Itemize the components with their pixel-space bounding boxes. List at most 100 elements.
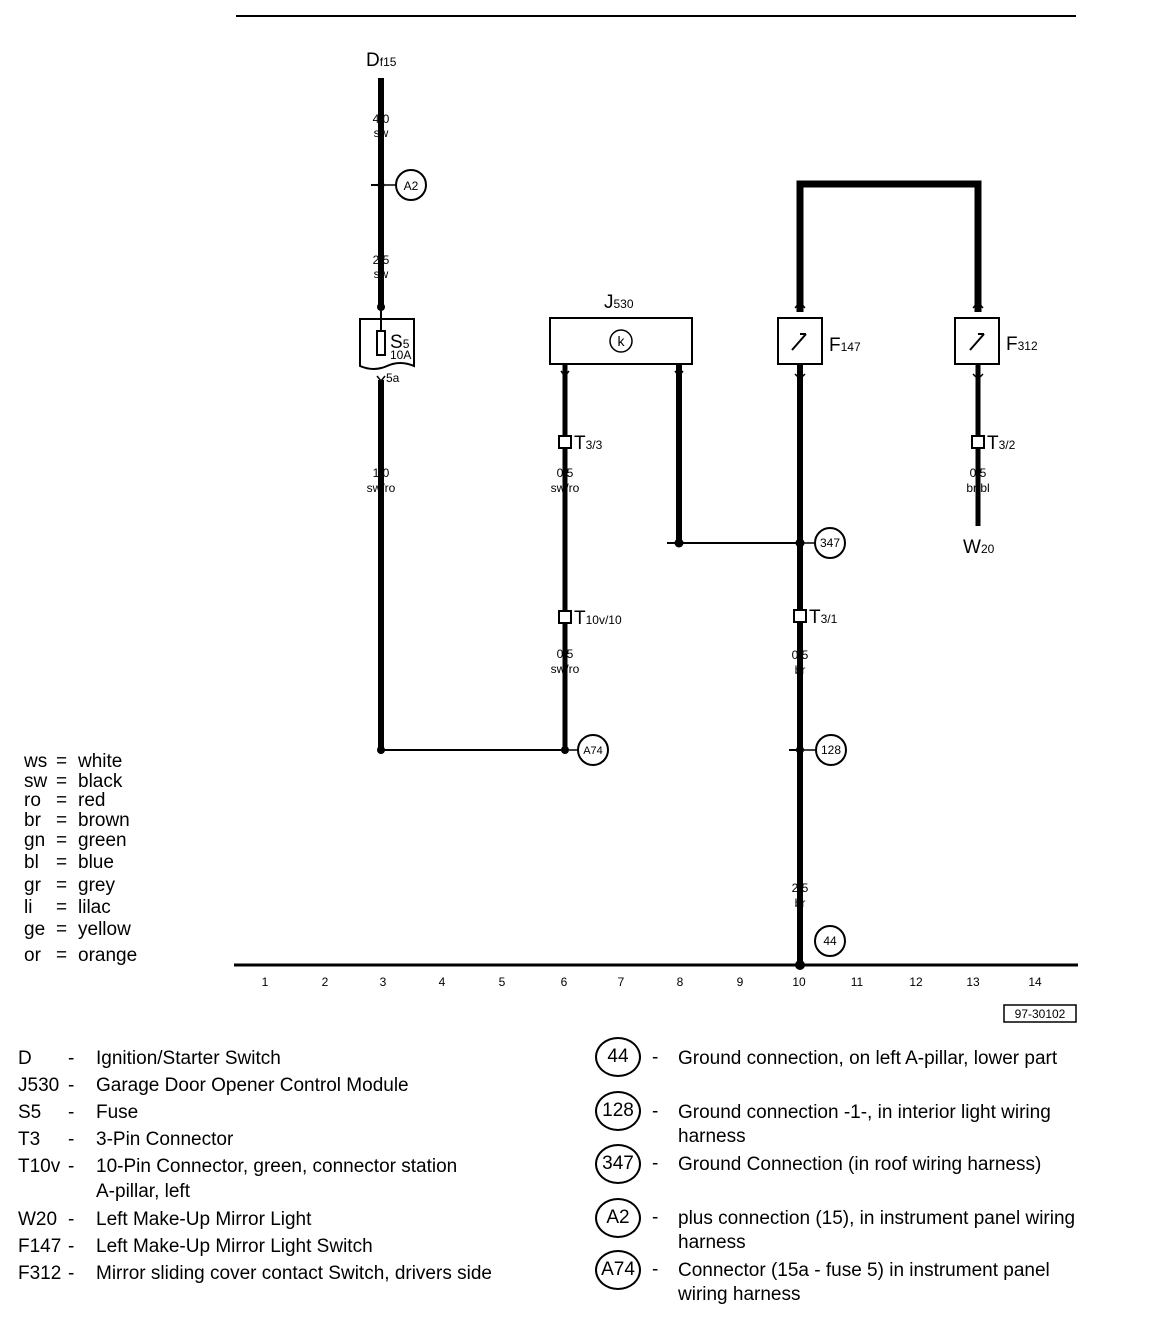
component-code: D: [18, 1048, 32, 1069]
legend-dash: -: [68, 1129, 75, 1150]
component-D-label: Df15: [366, 50, 397, 71]
component-code: J530: [18, 1075, 60, 1096]
wire-w6-color: br/bl: [966, 481, 989, 495]
fuse-top-dot: [377, 303, 385, 311]
component-description: Fuse: [96, 1102, 139, 1123]
wire-w4-size: 0,5: [557, 466, 574, 480]
ground-connection-symbol: 128: [595, 1091, 641, 1131]
wire-w5-size: 0,5: [557, 647, 574, 661]
connector-T10v-label: T10v/10: [574, 608, 622, 629]
switch-F312-symbol: [969, 333, 985, 351]
legend-dash: -: [68, 1236, 75, 1257]
equals-sign: =: [56, 771, 68, 792]
connection-A2-label: A2: [404, 179, 419, 193]
component-code: S5: [18, 1102, 42, 1123]
component-code: T3: [18, 1129, 41, 1150]
component-code: F312: [18, 1263, 62, 1284]
connection-347-label: 347: [820, 536, 840, 550]
component-description: Ignition/Starter Switch: [96, 1048, 281, 1069]
component-legend-row: W20-Left Make-Up Mirror Light: [0, 1209, 560, 1233]
wire-w6-size: 0,5: [970, 466, 987, 480]
color-key-row: sw=black: [24, 772, 164, 792]
equals-sign: =: [56, 875, 68, 896]
connection-44-circle: [814, 925, 846, 957]
color-name: yellow: [78, 919, 131, 940]
wire-w8-color: br: [795, 896, 806, 910]
switch-F312-top-arrow: [972, 300, 984, 309]
connector-T33-label: T3/3: [574, 433, 603, 454]
track-number: 8: [677, 975, 684, 989]
component-code: F147: [18, 1236, 62, 1257]
color-key-row: ge=yellow: [24, 920, 164, 940]
legend-dash: -: [652, 1101, 659, 1122]
color-key-row: bl=blue: [24, 853, 164, 873]
color-code: br: [24, 810, 41, 831]
fuse-S5-element: [376, 330, 386, 356]
color-key-row: li=lilac: [24, 898, 164, 918]
color-name: orange: [78, 945, 138, 966]
track-number: 2: [322, 975, 329, 989]
ground-connection-symbol: A2: [595, 1198, 641, 1238]
color-code: or: [24, 945, 41, 966]
equals-sign: =: [56, 852, 68, 873]
connector-T32-label: T3/2: [987, 433, 1016, 454]
component-code: T10v: [18, 1156, 61, 1177]
color-code: sw: [24, 771, 48, 792]
switch-F147-top-arrow: [794, 300, 806, 309]
splice-A2-dot: [377, 181, 385, 189]
color-code: gn: [24, 830, 46, 851]
color-name: green: [78, 830, 127, 851]
track-number: 3: [380, 975, 387, 989]
component-description: 10-Pin Connector, green, connector stati…: [96, 1156, 458, 1177]
color-code: bl: [24, 852, 39, 873]
wire-w2-size: 2,5: [373, 253, 390, 267]
fuse-S5-rating: 10A: [390, 348, 411, 362]
equals-sign: =: [56, 751, 68, 772]
legend-dash: -: [68, 1263, 75, 1284]
ground-connection-description: Ground Connection (in roof wiring harnes…: [678, 1153, 1138, 1177]
connection-128-label: 128: [821, 743, 841, 757]
color-code: ro: [24, 790, 41, 811]
switch-F312-label: F312: [1006, 334, 1038, 355]
legend-dash: -: [68, 1048, 75, 1069]
track-number: 5: [499, 975, 506, 989]
ground-connection-description: Ground connection -1-, in interior light…: [678, 1101, 1138, 1149]
ground-connection-description: plus connection (15), in instrument pane…: [678, 1207, 1138, 1255]
ground-description-line: Ground Connection (in roof wiring harnes…: [678, 1154, 1042, 1175]
connector-T33-box: [558, 435, 572, 449]
connection-A2-circle: [395, 169, 427, 201]
equals-sign: =: [56, 810, 68, 831]
legend-dash: -: [652, 1207, 659, 1228]
color-code: li: [24, 897, 33, 918]
component-description: Left Make-Up Mirror Light Switch: [96, 1236, 373, 1257]
ground-description-line: Ground connection, on left A-pillar, low…: [678, 1048, 1058, 1069]
color-code: ws: [24, 751, 48, 772]
wire-w3-size: 1,0: [373, 466, 390, 480]
color-name: red: [78, 790, 106, 811]
component-W20-label: W20: [963, 537, 995, 558]
wire-w8-size: 2,5: [792, 881, 809, 895]
ground-description-line: harness: [678, 1232, 746, 1253]
diagram-id: 97-30102: [1015, 1007, 1066, 1021]
ground-description-line: Ground connection -1-, in interior light…: [678, 1102, 1051, 1123]
equals-sign: =: [56, 830, 68, 851]
color-key-row: ro=red: [24, 791, 164, 811]
diagram-id-box: [1003, 1004, 1077, 1023]
color-name: brown: [78, 810, 130, 831]
track-number: 4: [439, 975, 446, 989]
color-code: ge: [24, 919, 46, 940]
wire-w1-size: 4,0: [373, 112, 390, 126]
ground-44-dot: [795, 960, 805, 970]
component-description-cont: A-pillar, left: [96, 1181, 190, 1202]
wire-w4-color: sw/ro: [551, 481, 580, 495]
color-code: gr: [24, 875, 41, 896]
color-name: grey: [78, 875, 115, 896]
wire-F147-F312-loop: [796, 180, 982, 312]
module-J530-symbol: k: [618, 333, 626, 349]
ground-description-line: plus connection (15), in instrument pane…: [678, 1208, 1076, 1229]
color-key-row: ws=white: [24, 752, 164, 772]
ground-description-line: Connector (15a - fuse 5) in instrument p…: [678, 1260, 1050, 1281]
component-legend-row: S5-Fuse: [0, 1102, 560, 1126]
component-description: Garage Door Opener Control Module: [96, 1075, 409, 1096]
component-description: Left Make-Up Mirror Light: [96, 1209, 312, 1230]
